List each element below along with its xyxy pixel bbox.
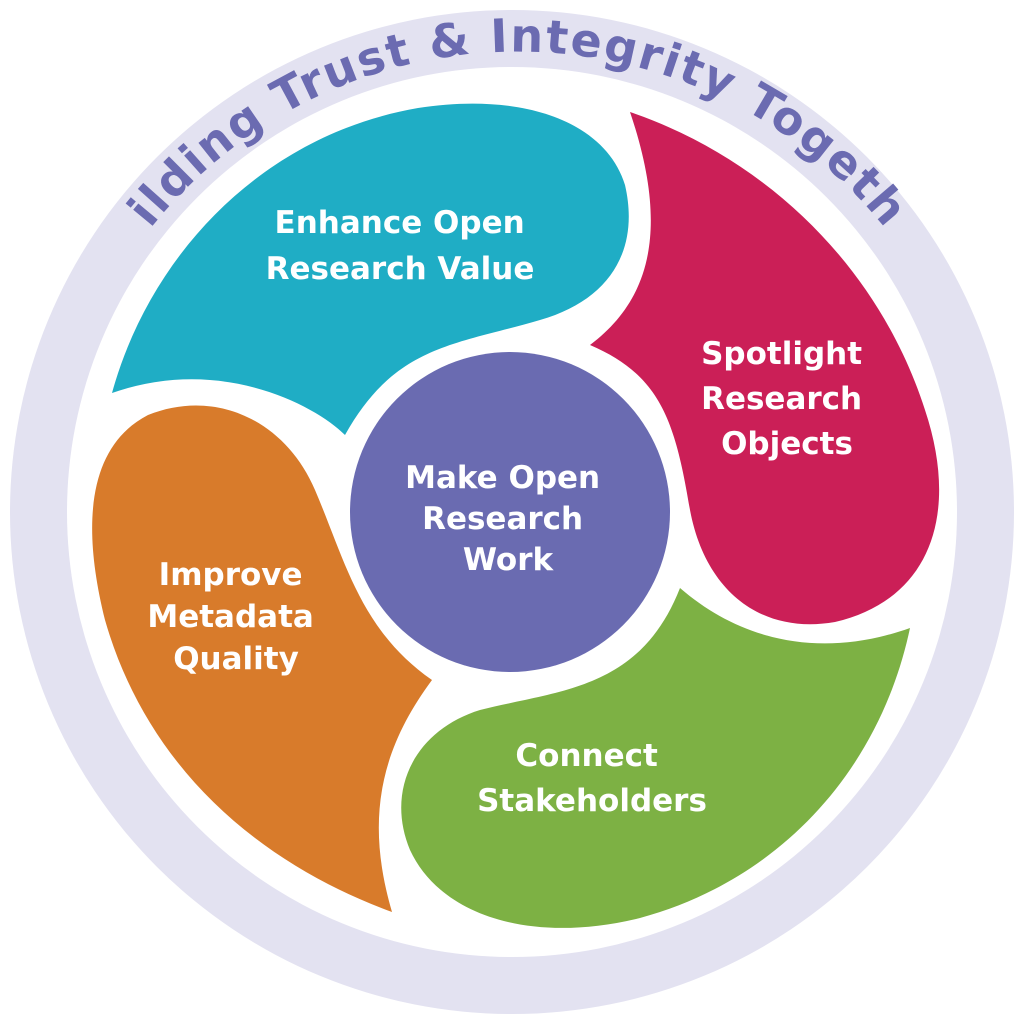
label-orange-line-3: Quality [173,641,299,677]
label-center-line-2: Research [422,501,583,537]
segment-enhance-open-research-value [112,103,629,435]
label-orange: Improve Metadata Quality [147,557,324,677]
label-crimson-line-1: Spotlight [701,336,862,372]
segment-improve-metadata-quality [92,405,432,912]
label-crimson-line-2: Research [701,381,862,417]
label-center: Make Open Research Work [405,460,611,578]
segment-connect-stakeholders [401,588,910,928]
label-center-line-3: Work [463,542,555,578]
label-teal-line-2: Research Value [266,251,535,287]
label-orange-line-1: Improve [159,557,303,593]
label-teal: Enhance Open Research Value [266,205,536,287]
label-teal-line-1: Enhance Open [275,205,525,241]
label-green-line-2: Stakeholders [477,783,707,819]
center-circle [350,352,670,672]
label-green: Connect Stakeholders [477,738,707,819]
label-green-line-1: Connect [515,738,658,774]
label-orange-line-2: Metadata [147,599,313,635]
label-crimson: Spotlight Research Objects [701,336,873,462]
segment-spotlight-research-objects [590,112,940,625]
label-center-line-1: Make Open [405,460,600,496]
label-crimson-line-3: Objects [721,426,853,462]
